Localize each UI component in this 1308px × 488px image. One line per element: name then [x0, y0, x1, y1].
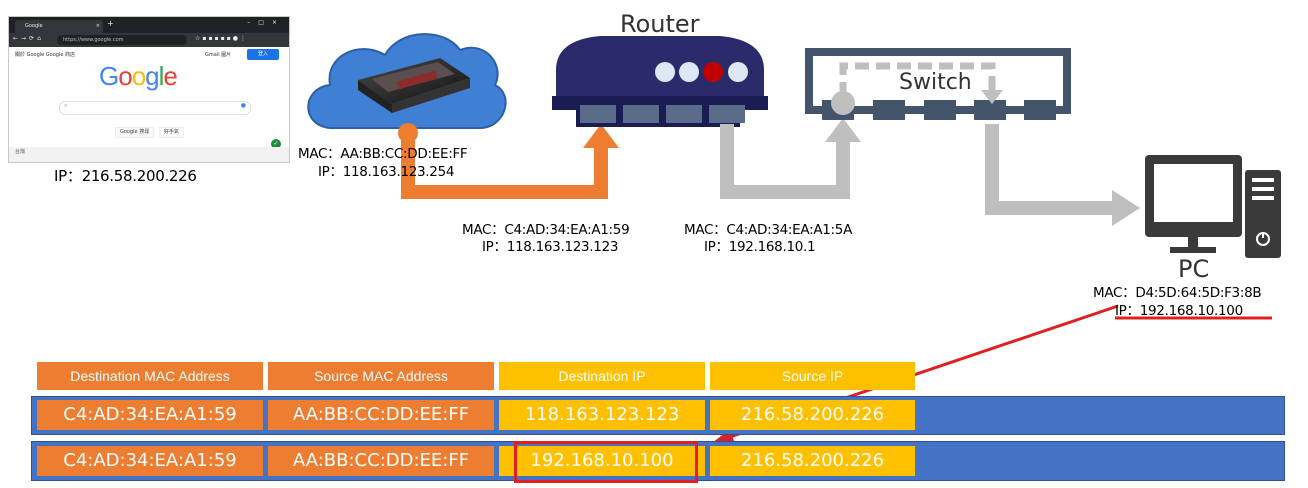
pc-device [1145, 155, 1281, 258]
google-search-input[interactable]: ⌕ ● [59, 101, 251, 115]
address-bar[interactable]: https://www.google.com [57, 35, 187, 45]
pc-arrowhead [1112, 190, 1140, 226]
wan-arrowhead [583, 124, 619, 148]
row1-source-mac: AA:BB:CC:DD:EE:FF [268, 400, 494, 430]
pc-mac-label: MAC：D4:5D:64:5D:F3:8B [1093, 285, 1262, 301]
browser-screenshot: Google × + –□× ←→⟳⌂ https://www.google.co… [8, 16, 290, 163]
address-bar-url: https://www.google.com [63, 37, 124, 43]
feeling-lucky-button[interactable]: 好手氣 [159, 127, 185, 138]
microphone-icon[interactable]: ● [240, 102, 246, 109]
router-label: Router [620, 10, 700, 38]
modem-port [398, 123, 418, 143]
modem-ip-label: IP：118.163.123.254 [318, 164, 455, 180]
shield-icon: ✓ [271, 139, 281, 149]
pc-label: PC [1178, 255, 1210, 283]
row2-source-ip: 216.58.200.226 [710, 446, 915, 476]
lan-link-arrow [720, 124, 850, 199]
header-destination-ip: Destination IP [499, 362, 705, 390]
close-icon[interactable]: × [95, 23, 100, 29]
switch-device [805, 48, 1071, 120]
server-ip-label: IP：216.58.200.226 [54, 167, 197, 185]
row1-source-ip: 216.58.200.226 [710, 400, 915, 430]
pc-ip-label: IP：192.168.10.100 [1115, 303, 1243, 319]
row2-destination-mac: C4:AD:34:EA:A1:59 [37, 446, 263, 476]
window-controls[interactable]: –□× [247, 19, 285, 26]
search-icon: ⌕ [64, 102, 68, 109]
lan-arrowhead [825, 118, 861, 142]
browser-toolbar: ←→⟳⌂ https://www.google.com ☆▪▪▪▪▪●⋮ [9, 33, 289, 47]
footer-region: 台灣 [15, 149, 26, 155]
modem-mac-label: MAC：AA:BB:CC:DD:EE:FF [298, 146, 468, 162]
router-device [552, 36, 768, 127]
header-source-mac: Source MAC Address [268, 362, 494, 390]
google-footer: 台灣 [9, 147, 289, 162]
nav-buttons-icon[interactable]: ←→⟳⌂ [13, 35, 44, 42]
google-logo: Google [99, 61, 178, 91]
extension-icons[interactable]: ☆▪▪▪▪▪●⋮ [195, 35, 248, 42]
router-lan-mac-label: MAC：C4:AD:34:EA:A1:5A [684, 222, 853, 238]
router-wan-ip-label: IP：118.163.123.123 [482, 239, 619, 255]
row2-destination-ip: 192.168.10.100 [499, 446, 705, 476]
browser-tab-title: Google [25, 23, 43, 29]
header-source-ip: Source IP [710, 362, 915, 390]
google-top-links-left[interactable]: 關於 Google Google 商店 [15, 52, 76, 58]
signin-button[interactable]: 登入 [247, 49, 279, 60]
pc-link-arrow [985, 124, 1115, 215]
browser-tab[interactable]: Google × [15, 20, 103, 33]
modem-device [358, 58, 470, 113]
router-lan-ip-label: IP：192.168.10.1 [704, 239, 816, 255]
wan-link-arrow [401, 140, 608, 199]
row1-destination-mac: C4:AD:34:EA:A1:59 [37, 400, 263, 430]
header-destination-mac: Destination MAC Address [37, 362, 263, 390]
router-wan-mac-label: MAC：C4:AD:34:EA:A1:59 [462, 222, 630, 238]
new-tab-icon[interactable]: + [107, 19, 114, 28]
translated-ip-highlight [514, 441, 698, 483]
row1-destination-ip: 118.163.123.123 [499, 400, 705, 430]
google-top-links-right[interactable]: Gmail 圖片 [205, 52, 232, 58]
google-search-button[interactable]: Google 搜尋 [115, 127, 155, 138]
browser-tab-bar: Google × + –□× [9, 17, 289, 33]
row2-source-mac: AA:BB:CC:DD:EE:FF [268, 446, 494, 476]
switch-label: Switch [899, 70, 972, 95]
